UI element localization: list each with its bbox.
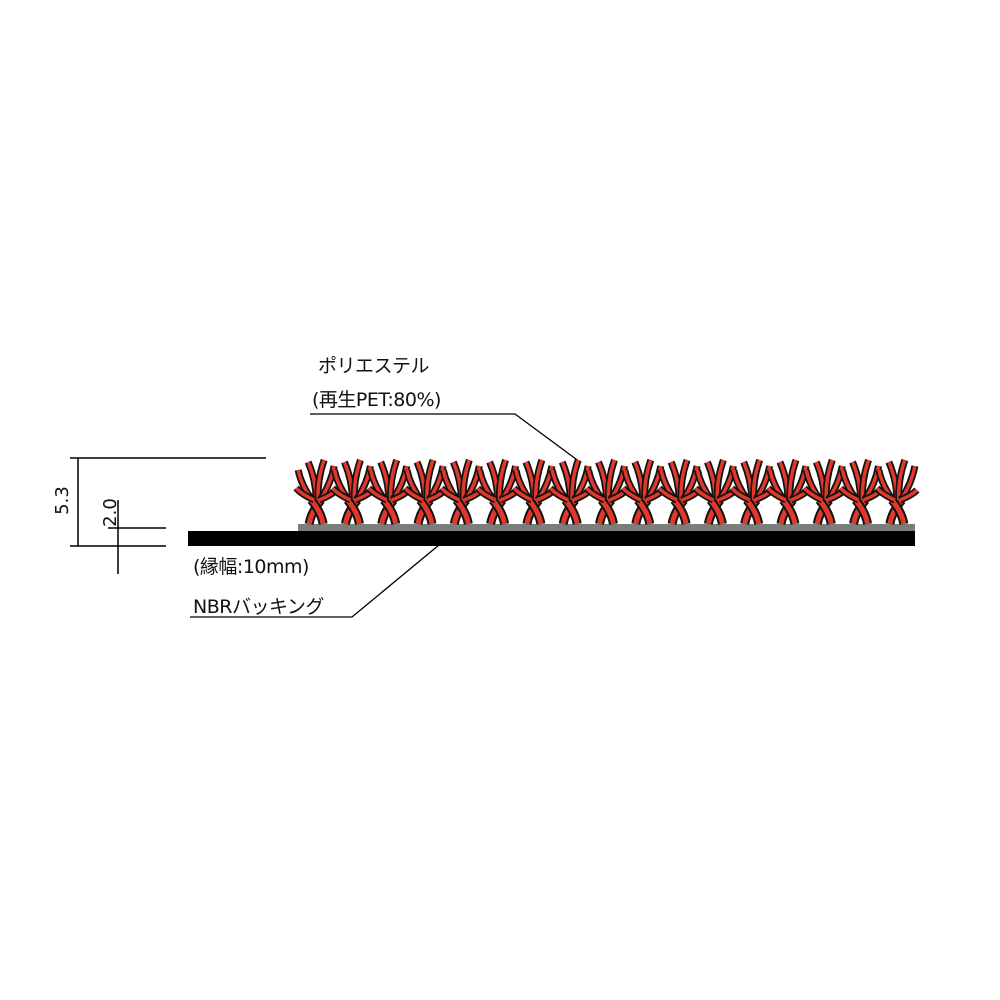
fiber-strand xyxy=(476,486,497,502)
fiber-strand xyxy=(294,486,315,502)
tuft xyxy=(547,458,593,525)
backing-height-dimension: 2.0 xyxy=(99,498,121,527)
fiber-strand xyxy=(751,459,762,501)
fiber-strand xyxy=(548,486,569,502)
nbr-backing xyxy=(188,531,915,546)
leader-lines xyxy=(190,413,581,618)
fiber-strand xyxy=(788,459,798,501)
fiber-strand xyxy=(778,498,795,525)
fiber-strand xyxy=(802,486,823,502)
fiber-strand xyxy=(425,459,435,501)
tuft xyxy=(329,458,376,525)
fiber-strand xyxy=(512,486,533,502)
fiber-strand xyxy=(766,486,787,502)
fiber-strand xyxy=(560,498,578,525)
tuft xyxy=(801,458,847,525)
tuft xyxy=(366,458,412,525)
tuft xyxy=(728,458,775,525)
fiber-strand xyxy=(379,498,396,525)
fiber-strand xyxy=(824,459,834,501)
fiber-strand xyxy=(461,459,471,501)
tuft xyxy=(438,458,484,525)
fiber-strand xyxy=(524,498,541,525)
polyester-tufts xyxy=(293,458,920,525)
fiber-strand xyxy=(403,486,424,502)
fiber-strand xyxy=(331,486,352,502)
fiber-strand xyxy=(899,488,919,502)
fiber-strand xyxy=(352,459,363,501)
fiber-strand xyxy=(497,459,508,501)
fiber-strand xyxy=(715,459,726,501)
dimension-lines xyxy=(70,457,266,574)
fiber-strand xyxy=(860,459,871,501)
base-strip xyxy=(298,524,915,531)
fiber-strand xyxy=(851,498,868,525)
tuft xyxy=(474,458,521,525)
fiber-strand xyxy=(606,459,617,501)
tuft xyxy=(837,458,884,525)
fiber-strand xyxy=(367,486,388,502)
tuft xyxy=(765,458,811,525)
fiber-strand xyxy=(694,486,715,502)
fiber-strand xyxy=(488,498,505,525)
fiber-strand xyxy=(534,459,544,501)
total-height-dimension: 5.3 xyxy=(51,486,73,515)
fiber-strand xyxy=(705,498,723,525)
fiber-strand xyxy=(415,498,432,525)
tuft xyxy=(620,458,666,525)
tuft xyxy=(874,458,920,525)
material-composition-label: (再生PET:80%) xyxy=(312,389,441,411)
fiber-strand xyxy=(679,459,689,501)
fiber-strand xyxy=(570,459,580,501)
tuft xyxy=(692,458,738,525)
backing-label: NBRバッキング xyxy=(193,596,324,618)
fiber-strand xyxy=(887,498,904,525)
fiber-strand xyxy=(388,459,399,501)
fiber-strand xyxy=(439,486,461,502)
fiber-strand xyxy=(742,498,759,525)
fiber-strand xyxy=(669,498,687,525)
tuft xyxy=(511,458,557,525)
edge-width-label: (縁幅:10mm) xyxy=(193,556,309,578)
tuft xyxy=(583,458,630,525)
fiber-strand xyxy=(451,498,469,525)
fiber-strand xyxy=(657,486,678,502)
fiber-strand xyxy=(875,486,896,502)
tuft xyxy=(656,458,702,525)
tuft xyxy=(293,458,339,525)
fiber-strand xyxy=(306,498,324,525)
fiber-strand xyxy=(814,498,832,525)
fiber-strand xyxy=(597,498,614,525)
fiber-strand xyxy=(730,486,751,502)
fiber-strand xyxy=(316,459,326,501)
fiber-strand xyxy=(839,486,860,502)
fiber-strand xyxy=(896,459,907,501)
fiber-strand xyxy=(642,459,653,501)
fiber-strand xyxy=(633,498,650,525)
fiber-strand xyxy=(585,486,606,502)
fiber-strand xyxy=(621,486,642,502)
material-label: ポリエステル xyxy=(318,355,430,377)
tuft xyxy=(402,458,448,525)
fiber-strand xyxy=(342,498,360,525)
